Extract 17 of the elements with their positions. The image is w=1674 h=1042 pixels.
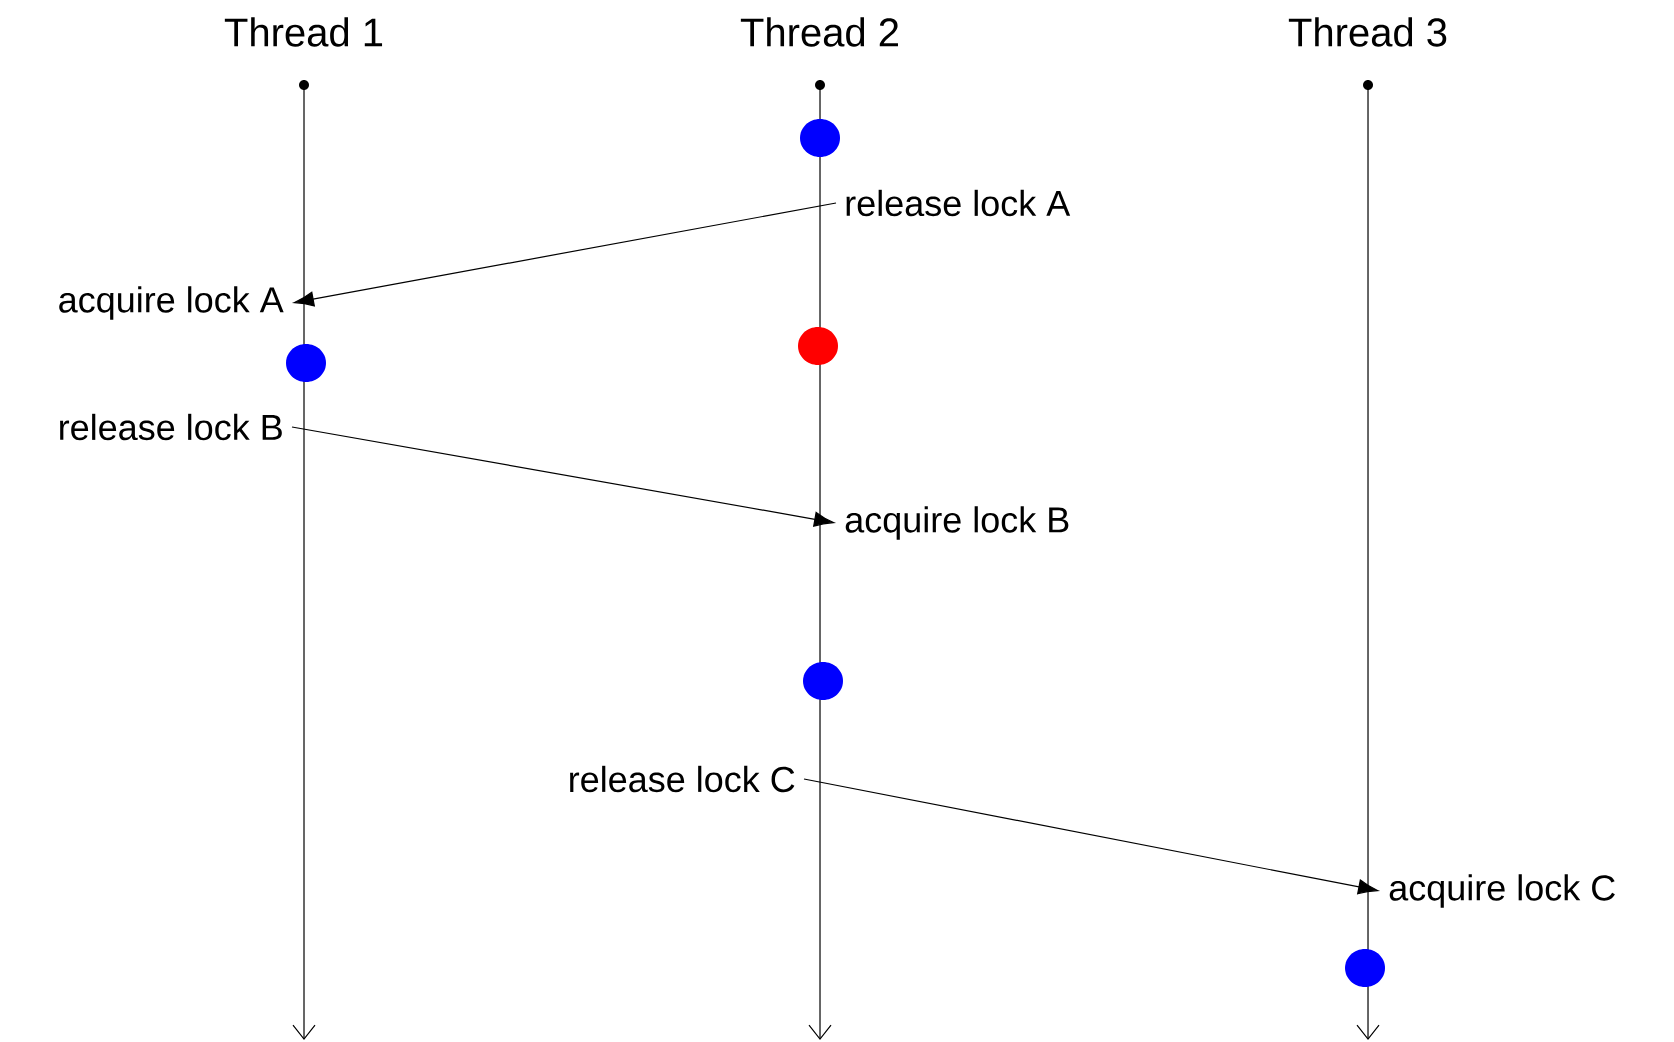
thread-title: Thread 2 (740, 17, 898, 47)
event-dot (798, 327, 838, 365)
event-label: acquire lock A (59, 286, 284, 320)
event-dot (803, 662, 843, 700)
event-label: release lock B (60, 413, 282, 441)
event-label: release lock C (570, 765, 795, 793)
arrow (291, 426, 835, 527)
event-dot (286, 344, 326, 382)
event-label: acquire lock B (845, 506, 1069, 540)
event-label: release lock A (846, 189, 1071, 217)
arrow (293, 202, 837, 307)
thread-title: Thread 3 (1288, 17, 1447, 47)
thread-title: Thread 1 (224, 17, 383, 47)
event-label: acquire lock C (1389, 874, 1615, 908)
event-dot (1345, 949, 1385, 987)
arrow (803, 778, 1379, 895)
event-dot (800, 119, 840, 157)
